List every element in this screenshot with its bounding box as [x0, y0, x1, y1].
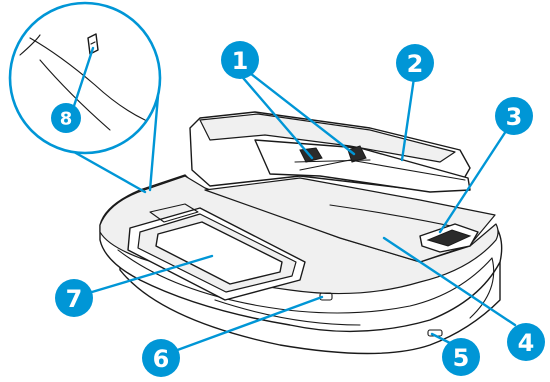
callout-badge-1: 1: [221, 41, 259, 79]
zoom-connector-right: [148, 94, 160, 192]
callout-line-1b: [244, 68, 356, 156]
paper-guide-right: [347, 145, 367, 163]
callout-label-2: 2: [407, 50, 424, 78]
callout-badge-6: 6: [142, 339, 180, 377]
feeder-top-plate: [199, 113, 456, 163]
scanner-illustration: [99, 111, 503, 355]
callout-line-2: [400, 76, 416, 162]
callout-label-7: 7: [66, 285, 83, 313]
guide-slot: [294, 159, 371, 163]
callout-line-4: [382, 236, 517, 327]
zoom-inset: [8, 1, 162, 194]
control-panel-screen: [155, 221, 283, 285]
callout-badge-7: 7: [55, 279, 93, 317]
port-icon: [87, 33, 99, 55]
callout-line-6: [170, 295, 324, 354]
callout-badge-8: 8: [51, 103, 81, 133]
callout-lines: [70, 46, 517, 354]
scanner-side-edge: [469, 257, 495, 319]
zoom-detail-edge-2: [39, 59, 111, 131]
callout-label-8: 8: [60, 109, 73, 130]
callout-label-1: 1: [232, 47, 249, 75]
callout-line-3: [438, 126, 510, 234]
callout-label-3: 3: [506, 103, 523, 131]
callout-badge-5: 5: [442, 338, 480, 376]
zoom-detail-edge-3: [19, 34, 41, 56]
callout-label-4: 4: [518, 329, 535, 357]
callout-line-7: [90, 254, 214, 294]
callout-line-1a: [236, 70, 314, 160]
callout-line-8: [70, 46, 95, 114]
scanner-front-edge-2: [214, 299, 361, 326]
callout-badge-2: 2: [396, 44, 434, 82]
zoom-detail-edge: [29, 37, 146, 121]
callout-badge-3: 3: [495, 97, 533, 135]
scanner-front-edge: [117, 249, 493, 314]
zoom-ring: [8, 1, 162, 155]
callout-label-6: 6: [153, 345, 170, 373]
callout-label-5: 5: [453, 344, 470, 372]
callout-badge-4: 4: [507, 323, 545, 361]
port-icon-inner: [90, 41, 96, 45]
control-panel-tab: [149, 203, 199, 223]
output-stopper-tab: [426, 229, 472, 247]
